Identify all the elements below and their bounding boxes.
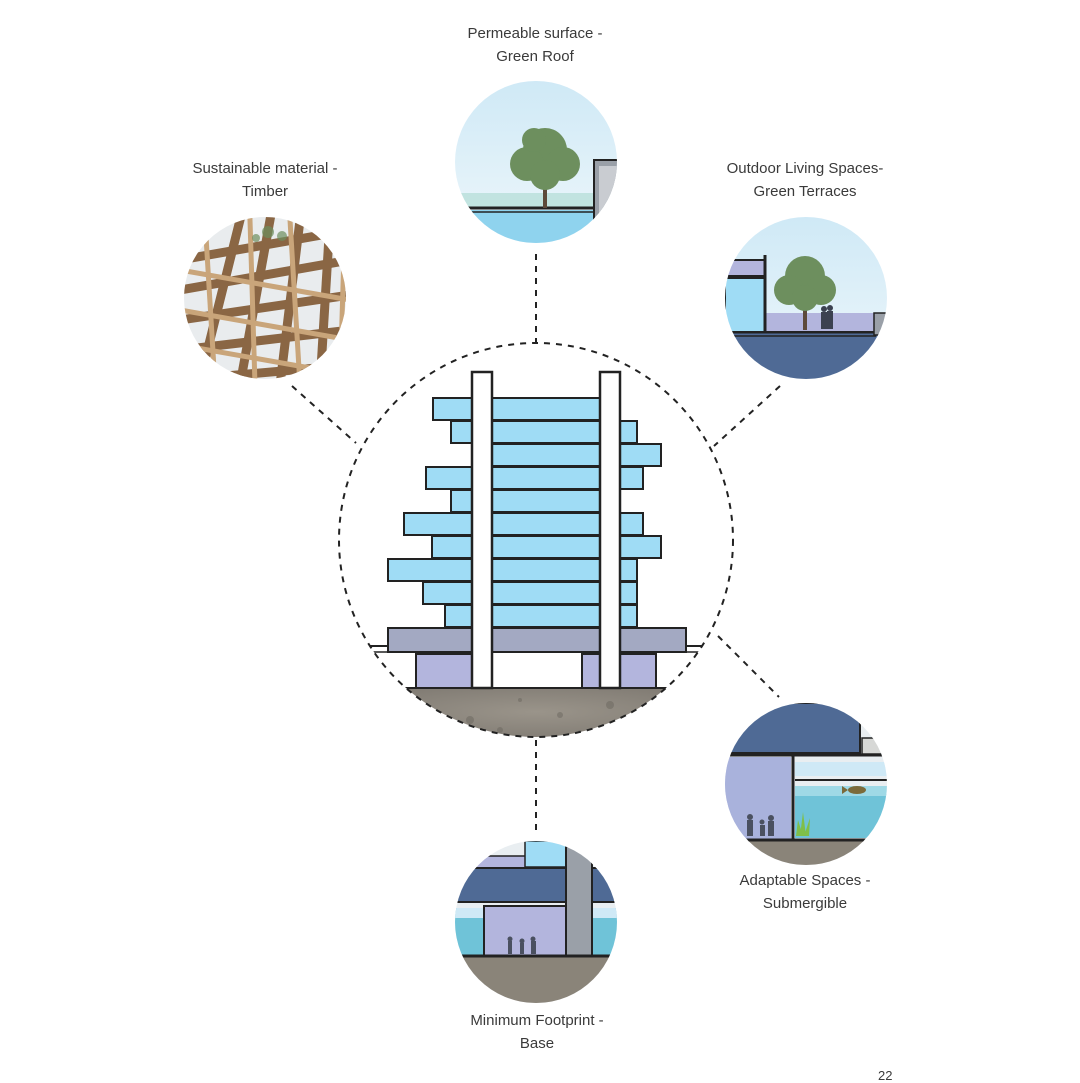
label-line: Sustainable material - <box>192 160 338 177</box>
people-icon <box>821 305 833 329</box>
label-line: Green Roof <box>496 48 574 65</box>
plant-icon <box>796 812 810 836</box>
core-right <box>598 370 622 690</box>
page-number: 22 <box>878 1068 893 1083</box>
label-timber: Sustainable material - Timber <box>160 157 370 203</box>
building-section <box>339 370 733 737</box>
tree-icon <box>774 256 836 311</box>
green-roof-vignette <box>455 81 617 243</box>
terraces-vignette <box>725 217 887 379</box>
label-line: Permeable surface - <box>467 25 603 42</box>
central-floors <box>491 397 601 628</box>
connector-terraces <box>713 385 781 447</box>
fish-icon <box>842 786 866 794</box>
label-green-terraces: Outdoor Living Spaces- Green Terraces <box>700 157 910 203</box>
tree-icon <box>510 128 580 190</box>
label-line: Green Terraces <box>753 183 857 200</box>
label-line: Outdoor Living Spaces- <box>726 160 884 177</box>
connector-submergible <box>717 635 780 698</box>
base-vignette <box>455 841 617 1003</box>
connector-lines <box>291 254 781 830</box>
left-terraces <box>387 397 473 628</box>
building-focus-circle <box>338 342 734 738</box>
label-base: Minimum Footprint - Base <box>432 1009 642 1055</box>
right-terraces <box>619 420 662 628</box>
submergible-vignette <box>725 703 887 865</box>
people-icon <box>507 936 536 954</box>
label-line: Submergible <box>762 895 848 912</box>
core-left <box>470 370 494 690</box>
label-line: Adaptable Spaces - <box>739 872 871 889</box>
timber-vignette <box>184 217 346 379</box>
ground-soil <box>339 688 733 737</box>
label-green-roof: Permeable surface - Green Roof <box>430 22 640 68</box>
people-icon <box>747 814 774 836</box>
label-submergible: Adaptable Spaces - Submergible <box>700 869 910 915</box>
connector-timber <box>291 385 357 444</box>
label-line: Base <box>519 1035 555 1052</box>
podium-slab <box>387 627 687 653</box>
label-line: Minimum Footprint - <box>470 1012 604 1029</box>
base-block-left <box>415 653 473 689</box>
label-line: Timber <box>241 183 289 200</box>
